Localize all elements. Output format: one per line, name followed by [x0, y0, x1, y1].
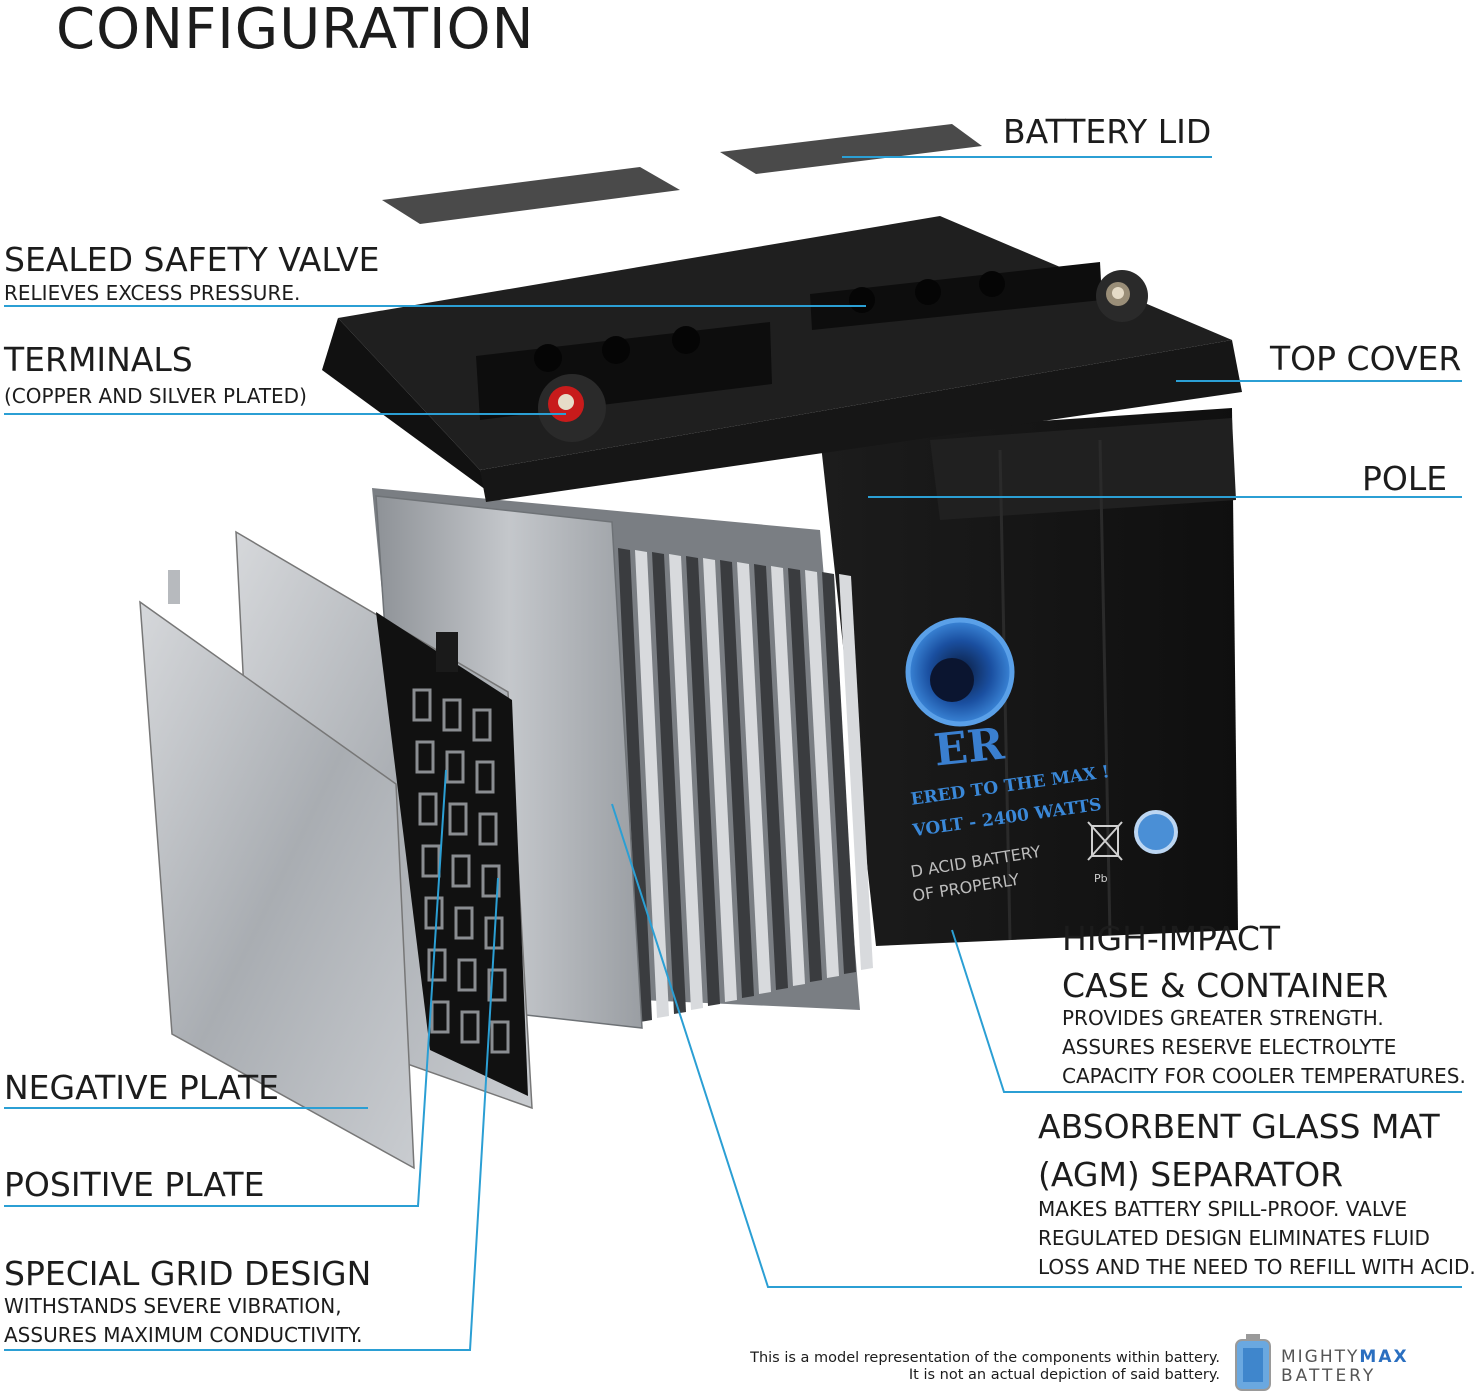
leader-agm [611, 803, 1462, 1288]
desc-terminals: (COPPER AND SILVER PLATED) [4, 384, 307, 408]
desc-case-line2: ASSURES RESERVE ELECTROLYTE [1062, 1035, 1397, 1059]
plate-fin [822, 572, 856, 974]
battery-case [820, 408, 1238, 946]
label-case-title2: CASE & CONTAINER [1062, 966, 1389, 1005]
desc-grid-line2: ASSURES MAXIMUM CONDUCTIVITY. [4, 1323, 363, 1347]
battery-lid-strip-right [720, 124, 982, 174]
desc-sealed-safety-valve: RELIEVES EXCESS PRESSURE. [4, 281, 301, 305]
grid-cell [487, 968, 507, 1002]
plate-fin [805, 570, 839, 978]
plate-fin [839, 574, 873, 970]
grid-cell [457, 958, 477, 992]
grid-cell [427, 948, 447, 982]
leader-positive-plate [4, 769, 447, 1207]
plate-fin [771, 566, 805, 986]
footnote-line2: It is not an actual depiction of said ba… [908, 1367, 1220, 1383]
valve-cap-icon [849, 287, 875, 313]
plate-fin [720, 560, 754, 998]
plate-fin [686, 556, 720, 1006]
grid-cell [478, 812, 498, 846]
battery-lid-strip-left [382, 167, 680, 224]
plate-fin [652, 552, 686, 1014]
top-cover-shape [322, 216, 1242, 502]
valve-cap-icon [602, 336, 630, 364]
brand-name: MIGHTYMAX [1281, 1347, 1409, 1367]
case-pb-mark: Pb [1094, 872, 1108, 885]
case-logo-fragment: ER [931, 718, 1007, 777]
recycle-icon [1134, 810, 1178, 854]
footnote-line1: This is a model representation of the co… [750, 1350, 1220, 1366]
desc-agm-line2: REGULATED DESIGN ELIMINATES FLUID [1038, 1226, 1430, 1250]
grid-cell [472, 708, 492, 742]
grid-cell [424, 896, 444, 930]
label-negative-plate: NEGATIVE PLATE [4, 1068, 279, 1107]
valve-cap-icon [979, 271, 1005, 297]
label-terminals: TERMINALS [4, 340, 193, 379]
label-agm-title2: (AGM) SEPARATOR [1038, 1155, 1344, 1194]
grid-cell [451, 854, 471, 888]
leader-grid [4, 877, 499, 1351]
grid-cell [448, 802, 468, 836]
valve-cap-icon [915, 279, 941, 305]
grid-cell [442, 698, 462, 732]
grid-cell [418, 792, 438, 826]
grid-cell [415, 740, 435, 774]
label-battery-lid: BATTERY LID [1003, 112, 1212, 151]
leader-lines [4, 156, 1462, 1351]
valve-cap-icon [672, 326, 700, 354]
brand-battery-icon [1235, 1334, 1271, 1391]
negative-plate-shape [139, 600, 415, 1170]
brand-subtitle: BATTERY [1281, 1366, 1377, 1386]
grid-cell [481, 864, 501, 898]
grid-cell [460, 1010, 480, 1044]
plate-fin [703, 558, 737, 1002]
grid-cell [412, 688, 432, 722]
label-agm-title1: ABSORBENT GLASS MAT [1038, 1107, 1440, 1146]
grid-pattern [376, 612, 528, 1096]
plate-fin [669, 554, 703, 1010]
grid-cell [490, 1020, 510, 1054]
label-special-grid: SPECIAL GRID DESIGN [4, 1254, 372, 1293]
grid-cell [454, 906, 474, 940]
grid-cell [475, 760, 495, 794]
grid-cell [430, 1000, 450, 1034]
page-title: CONFIGURATION [56, 0, 535, 62]
desc-case-line3: CAPACITY FOR COOLER TEMPERATURES. [1062, 1064, 1466, 1088]
label-top-cover: TOP COVER [1270, 339, 1462, 378]
grid-cell [421, 844, 441, 878]
brand-part2: MAX [1359, 1347, 1409, 1367]
desc-agm-line3: LOSS AND THE NEED TO REFILL WITH ACID. [1038, 1255, 1475, 1279]
desc-grid-line1: WITHSTANDS SEVERE VIBRATION, [4, 1294, 342, 1318]
label-sealed-safety-valve: SEALED SAFETY VALVE [4, 240, 380, 279]
desc-agm-line1: MAKES BATTERY SPILL-PROOF. VALVE [1038, 1197, 1408, 1221]
crossed-bin-icon [1091, 825, 1119, 857]
grid-cell [445, 750, 465, 784]
label-positive-plate: POSITIVE PLATE [4, 1165, 265, 1204]
brand-part1: MIGHTY [1281, 1347, 1360, 1367]
plate-fin [788, 568, 822, 982]
label-pole: POLE [1362, 459, 1448, 498]
label-case-title1: HIGH-IMPACT [1062, 919, 1281, 958]
plate-fin [635, 550, 669, 1018]
plate-fin [737, 562, 771, 994]
desc-case-line1: PROVIDES GREATER STRENGTH. [1062, 1006, 1384, 1030]
plate-fin [754, 564, 788, 990]
leader-case [951, 929, 1462, 1093]
valve-cap-icon [534, 344, 562, 372]
